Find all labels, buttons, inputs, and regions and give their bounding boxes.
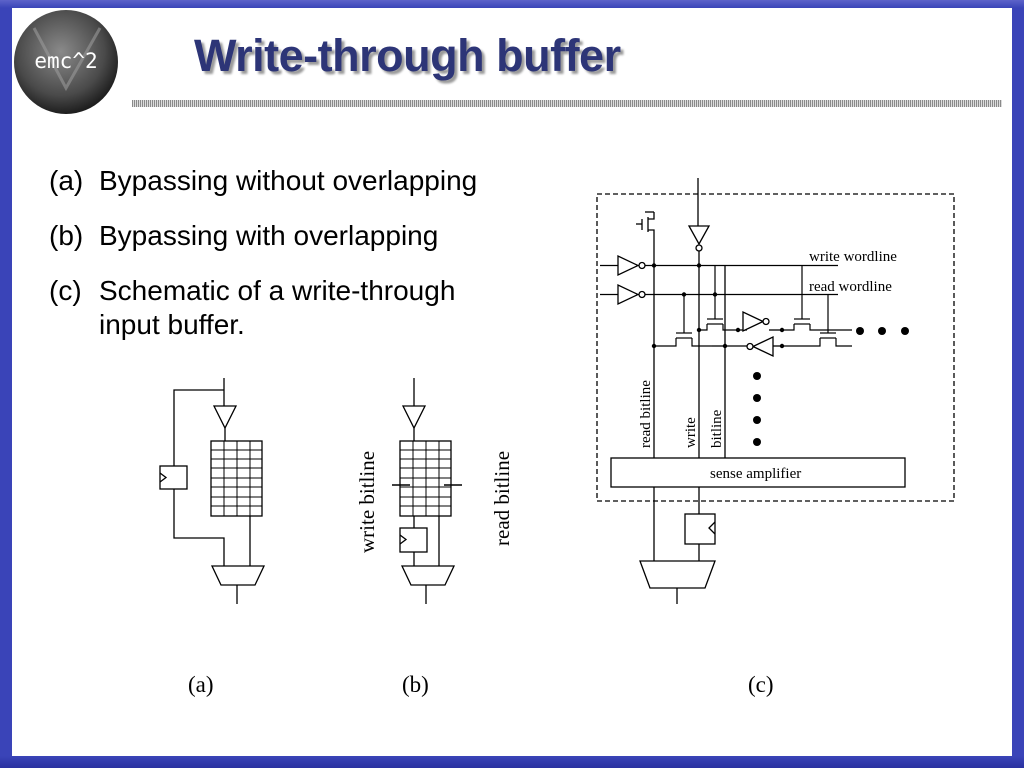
bullet-b-text: Bypassing with overlapping — [99, 220, 439, 251]
caption-c: (c) — [748, 672, 774, 697]
bullet-b-label: (b) — [49, 220, 84, 251]
write-through-diagram: write bitline read bitline — [159, 178, 955, 697]
label-bitline-c: bitline — [709, 409, 725, 448]
label-read-bitline-b: read bitline — [490, 451, 514, 546]
mux-c — [639, 560, 716, 589]
buffer-triangle-a — [212, 405, 238, 430]
mux-b — [400, 565, 456, 586]
memory-cell-box — [596, 193, 955, 502]
latch-a — [159, 465, 188, 490]
bullet-a: (a) Bypassing without overlapping — [49, 164, 477, 198]
caption-b: (b) — [402, 672, 429, 697]
mux-a — [210, 565, 266, 586]
slide-frame-top — [0, 0, 1024, 8]
write-wordline-driver — [617, 254, 640, 277]
label-write-c: write — [683, 417, 699, 448]
title-rule — [132, 100, 1002, 107]
read-wordline-driver — [617, 283, 640, 306]
bullet-b: (b) Bypassing with overlapping — [49, 219, 438, 253]
latch-inverter-top — [742, 310, 765, 333]
slide-frame-bottom — [0, 756, 1024, 768]
bullet-a-text: Bypassing without overlapping — [99, 165, 478, 196]
buffer-triangle-b — [401, 405, 427, 430]
latch-inverter-bottom — [751, 335, 774, 358]
label-write-wordline: write wordline — [809, 249, 897, 265]
emc2-logo: emc^2 — [14, 10, 118, 114]
label-read-wordline: read wordline — [809, 279, 892, 295]
bullet-c-label: (c) — [49, 275, 82, 306]
bullet-c-line1: Schematic of a write-through — [99, 275, 456, 306]
label-sense-amplifier: sense amplifier — [710, 466, 801, 482]
cell-transistors — [654, 265, 852, 347]
diagram-a — [159, 378, 266, 604]
caption-a: (a) — [188, 672, 214, 697]
precharge-transistor — [636, 211, 655, 239]
slide-canvas: emc^2 Write-through buffer (a) Bypassing … — [12, 8, 1012, 756]
bullet-a-label: (a) — [49, 165, 84, 196]
bullet-c-line2: input buffer. — [99, 309, 245, 340]
latch-b — [399, 527, 428, 553]
write-driver-triangle — [687, 225, 711, 246]
diagram-c: write wordline read wordline read bitlin… — [596, 178, 955, 604]
label-write-bitline-b: write bitline — [355, 451, 379, 553]
slide-title: Write-through buffer — [194, 30, 621, 81]
sense-amplifier-box — [610, 457, 906, 488]
label-read-bitline-c: read bitline — [638, 380, 654, 448]
diagram-b: write bitline read bitline — [355, 378, 514, 604]
continuation-dots — [753, 327, 909, 446]
logo-text: emc^2 — [34, 49, 97, 73]
